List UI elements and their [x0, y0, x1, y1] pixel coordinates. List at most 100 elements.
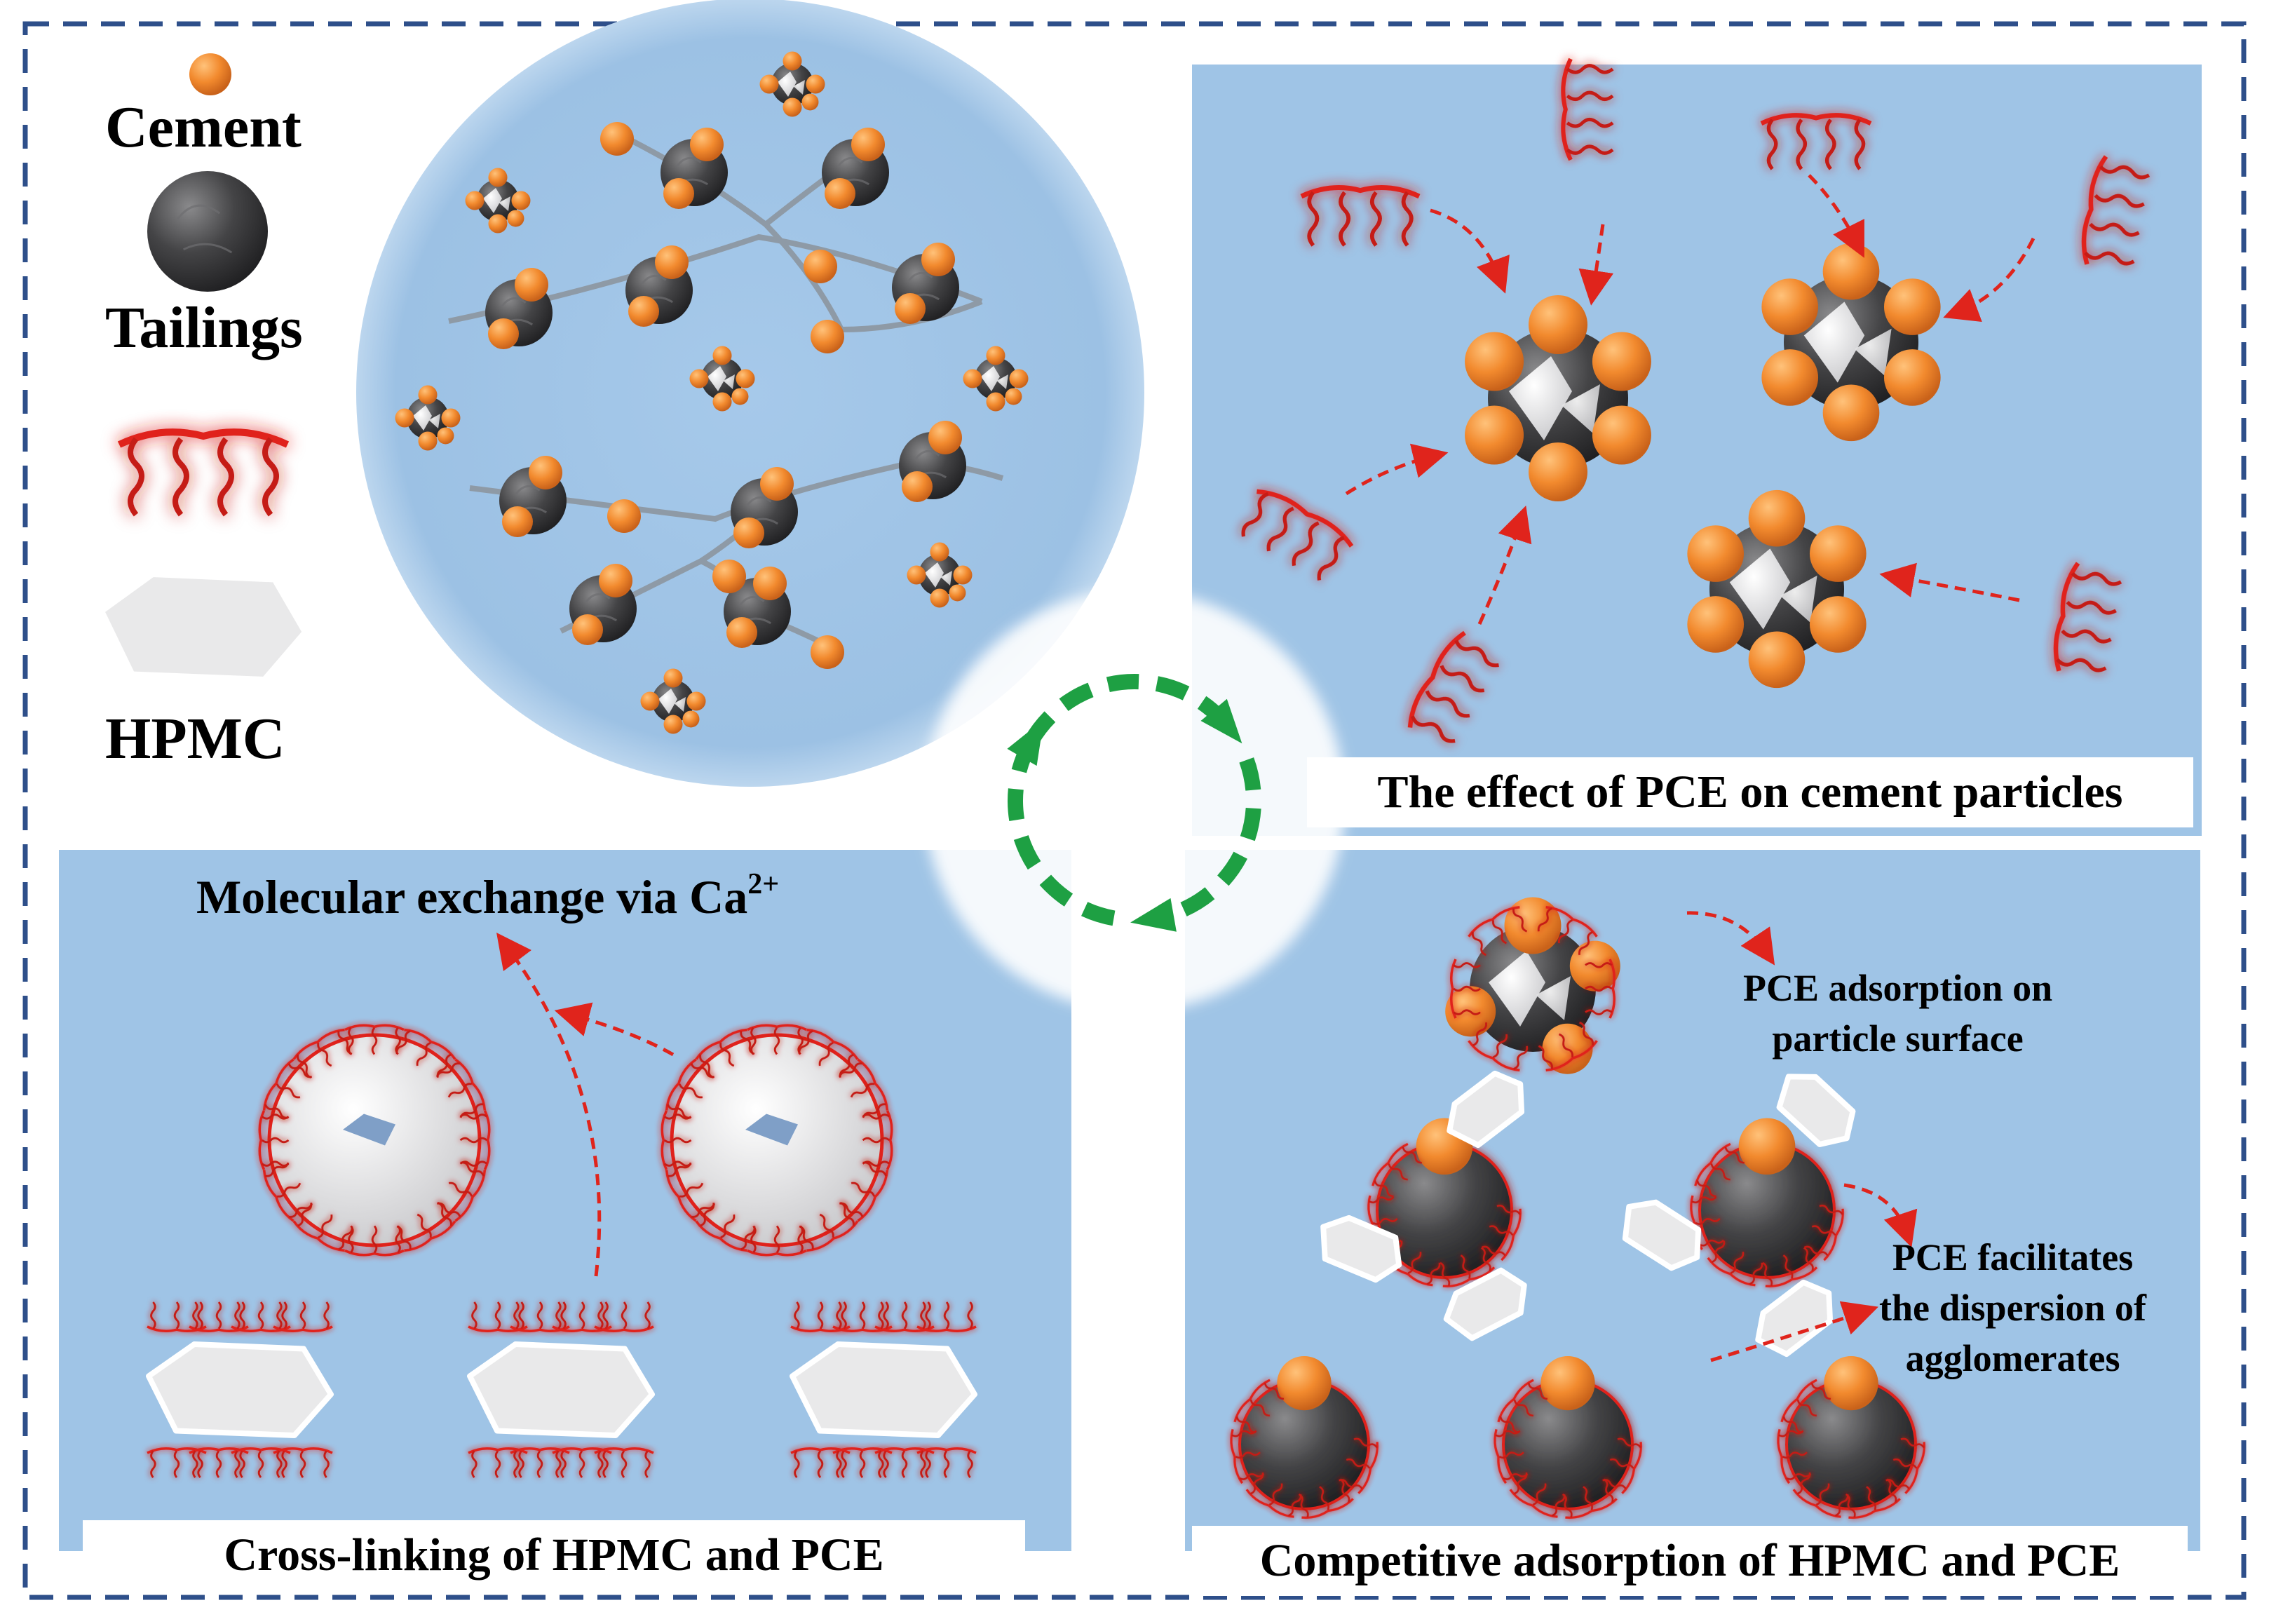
pce-side-chain: [621, 1450, 628, 1478]
pce-side-chain: [839, 1201, 855, 1226]
cycle-arrowhead: [1130, 898, 1177, 932]
pce-side-chain: [1854, 119, 1866, 170]
pce-backbone: [454, 1170, 487, 1222]
pce-side-chain: [1696, 1180, 1716, 1198]
pce-side-chain: [602, 1301, 609, 1329]
pce-side-chain: [678, 1083, 703, 1099]
pce-side-chain: [276, 1301, 283, 1329]
pce-side-chain: [1239, 1473, 1265, 1480]
pce-backbone: [857, 1058, 889, 1111]
pce-side-chain: [338, 1226, 353, 1250]
cement-particle: [928, 421, 962, 454]
pce-side-chain: [621, 1301, 628, 1329]
cement-particle: [1809, 596, 1867, 653]
pce-side-chain: [1585, 962, 1613, 968]
pce-side-chain: [750, 1225, 757, 1254]
cement-particle: [1822, 384, 1880, 442]
cross-linking-title: Molecular exchange via Ca2+: [196, 869, 779, 921]
pce-backbone: [1694, 1142, 1731, 1186]
pce-polymer: [1233, 1379, 1285, 1433]
pce-side-chain: [1264, 1383, 1285, 1400]
hpmc-sheet: [1447, 1070, 1525, 1149]
cement-particle: [628, 296, 659, 327]
pce-side-chain: [1796, 119, 1807, 170]
cement-particle: [600, 122, 634, 156]
cement-particle: [437, 427, 454, 445]
cement-particle: [1529, 442, 1587, 501]
pce-polymer: [695, 1203, 756, 1252]
pce-side-chain: [436, 1053, 452, 1078]
pce-side-chain: [838, 1062, 863, 1078]
pce-side-chain: [878, 1450, 884, 1478]
aggregate-cavity: [343, 1114, 395, 1146]
pce-polymer: [1792, 1472, 1849, 1518]
pce-side-chain: [1766, 119, 1778, 170]
pce-polymer: [695, 1028, 755, 1079]
note-pce-dispersion-line-2: the dispersion of: [1879, 1286, 2147, 1329]
pce-backbone: [747, 1024, 807, 1031]
pce-side-chain: [1585, 1009, 1613, 1015]
pce-polymer: [1561, 57, 1614, 161]
pce-side-chain: [943, 1450, 950, 1478]
pce-side-chain: [1562, 1493, 1573, 1518]
pce-polymer: [292, 1028, 353, 1079]
arrow-pce-5: [1345, 443, 1449, 496]
pce-side-chain: [1782, 1416, 1803, 1433]
pce-backbone: [292, 1028, 345, 1060]
cement-particle: [712, 392, 732, 412]
cement-particle: [1687, 596, 1745, 653]
pce-side-chain: [1819, 1204, 1843, 1215]
cement-particle: [1540, 1355, 1595, 1411]
cement-particle: [804, 250, 837, 283]
pce-side-chain: [1489, 1225, 1514, 1236]
pce-polymer: [117, 428, 290, 517]
pce-side-chain: [740, 1226, 756, 1250]
pce-side-chain: [518, 1450, 524, 1478]
pce-polymer: [435, 1058, 487, 1118]
pce-side-chain: [1482, 1245, 1506, 1257]
cement-particle: [949, 584, 966, 602]
pce-polymer: [1407, 630, 1499, 743]
pce-side-chain: [261, 1137, 290, 1144]
pce-side-chain: [1319, 1486, 1329, 1510]
cement-particle: [921, 243, 955, 276]
pce-side-chain: [348, 1027, 354, 1055]
pce-polymer: [1241, 489, 1354, 581]
pce-side-chain: [276, 1450, 283, 1478]
pce-effect-particles: [1241, 57, 2151, 743]
cement-particle: [1277, 1355, 1332, 1411]
arrow-pce-3: [1808, 174, 1864, 258]
hpmc-sheet: [99, 571, 308, 682]
pce-side-chain: [1410, 715, 1456, 743]
cement-particle: [811, 320, 844, 353]
cement-particle: [783, 51, 802, 71]
pce-side-chain: [536, 1450, 543, 1478]
cement-particle: [1738, 1118, 1796, 1175]
cement-particle: [663, 178, 694, 209]
note-pce-dispersion-line-1: PCE facilitates: [1892, 1236, 2134, 1278]
pce-side-chain: [297, 1203, 313, 1227]
note-pce-dispersion-line-3: agglomerates: [1905, 1337, 2120, 1379]
pce-polymer: [1468, 905, 1528, 956]
pce-backbone: [665, 1170, 697, 1222]
cement-particle: [811, 635, 844, 669]
pce-side-chain: [1538, 1045, 1553, 1069]
pce-side-chain: [555, 1450, 562, 1478]
pce-polymer: [396, 1201, 456, 1252]
pce-polymer: [395, 1028, 456, 1078]
pce-side-chain: [2056, 658, 2107, 672]
pce-side-chain: [578, 1450, 585, 1478]
pce-backbone: [1792, 1489, 1841, 1518]
pce-side-chain: [150, 1301, 156, 1329]
cement-particle: [1592, 332, 1651, 391]
cement-particle: [851, 128, 885, 161]
pce-side-chain: [234, 1301, 241, 1329]
cement-particle: [1465, 405, 1524, 465]
pce-side-chain: [839, 1053, 854, 1078]
pce-side-chain: [1512, 908, 1528, 933]
cement-particle: [1748, 631, 1806, 689]
legend: [99, 53, 308, 682]
pce-side-chain: [1374, 1180, 1394, 1198]
cement-particle: [488, 168, 508, 187]
cement-particle: [640, 691, 660, 711]
